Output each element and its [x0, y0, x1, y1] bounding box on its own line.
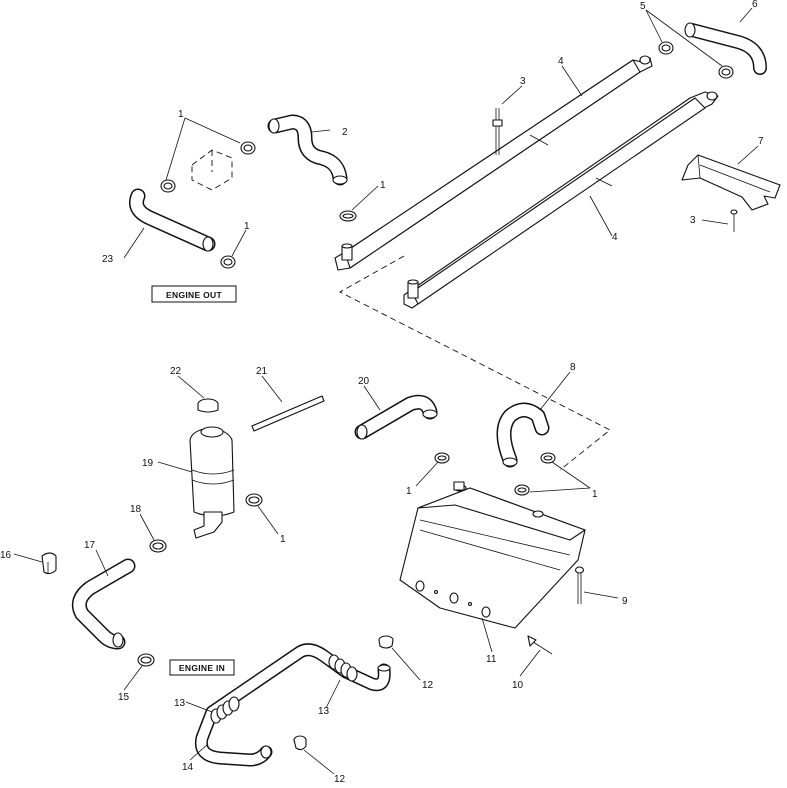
bellows-right — [328, 654, 358, 682]
engine-out-label: ENGINE OUT — [151, 285, 237, 303]
callout-15: 15 — [118, 692, 130, 703]
clamp-top-a — [240, 141, 256, 155]
callout-13-a: 13 — [174, 698, 186, 709]
hose-top-right — [684, 22, 767, 75]
callout-1-a: 1 — [178, 109, 184, 120]
callout-14: 14 — [182, 762, 194, 773]
callout-4-a: 4 — [558, 56, 564, 67]
hose-2 — [267, 114, 348, 186]
hose-14 — [194, 643, 391, 767]
callout-13-b: 13 — [318, 706, 330, 717]
plug-cap-lower — [293, 735, 307, 751]
callout-3-a: 3 — [520, 76, 526, 87]
hose-clip — [41, 552, 57, 575]
engine-out-text: ENGINE OUT — [166, 290, 222, 300]
callout-1-d: 1 — [280, 534, 286, 545]
plug-cap-upper — [378, 635, 394, 649]
rivet — [527, 635, 553, 655]
tank-bolt — [574, 566, 585, 604]
bolt-bracket — [730, 209, 738, 232]
clamp-mid-a — [434, 452, 450, 464]
callout-8: 8 — [570, 362, 576, 373]
callout-4-b: 4 — [612, 232, 618, 243]
hose-fitting — [191, 149, 233, 191]
callout-2: 2 — [342, 127, 348, 138]
hose-23 — [129, 188, 216, 252]
callout-1-b: 1 — [380, 180, 386, 191]
callout-7: 7 — [758, 136, 764, 147]
clamp-mid-b — [540, 452, 556, 464]
clamp-15 — [137, 653, 155, 667]
callout-11: 11 — [486, 654, 497, 665]
callout-20: 20 — [358, 376, 370, 387]
rail-bracket — [681, 154, 781, 211]
clamp-5b — [718, 65, 734, 79]
callout-1-e: 1 — [406, 486, 412, 497]
engine-in-label: ENGINE IN — [169, 659, 235, 676]
clamp-reservoir — [245, 493, 263, 507]
callout-19: 19 — [142, 458, 154, 469]
callout-16: 16 — [0, 550, 12, 561]
callout-1-f: 1 — [592, 489, 598, 500]
callout-12-b: 12 — [334, 774, 346, 785]
callout-18: 18 — [130, 504, 142, 515]
callout-21: 21 — [256, 366, 268, 377]
callout-22: 22 — [170, 366, 182, 377]
callout-5: 5 — [640, 1, 646, 12]
engine-in-text: ENGINE IN — [179, 663, 225, 673]
bolt-upper — [492, 108, 503, 155]
hose-20 — [354, 394, 438, 440]
clamp-18 — [149, 539, 167, 553]
bellows-left — [210, 696, 240, 724]
coolant-reservoir — [189, 426, 235, 539]
clamp-top-b — [339, 210, 357, 222]
expansion-tank — [399, 481, 586, 629]
callout-3-b: 3 — [690, 215, 696, 226]
hose-8 — [496, 402, 550, 468]
dashed-connector — [339, 255, 611, 471]
hose-17 — [71, 558, 136, 650]
heat-exchanger-rail-lower — [403, 91, 719, 309]
callout-10: 10 — [512, 680, 524, 691]
clamp-top-c — [160, 179, 176, 193]
callout-12-a: 12 — [422, 680, 434, 691]
reservoir-cap — [197, 398, 219, 413]
callout-23: 23 — [102, 254, 114, 265]
callout-6: 6 — [752, 0, 758, 10]
clamp-mid-c — [514, 484, 530, 496]
heat-exchanger-rail-upper — [334, 55, 653, 271]
clamp-top-d — [220, 255, 236, 269]
callout-9: 9 — [622, 596, 628, 607]
leader-lines — [13, 7, 759, 775]
vent-tube — [251, 395, 325, 432]
callout-1-c: 1 — [244, 221, 250, 232]
clamp-5a — [658, 41, 674, 55]
callout-17: 17 — [84, 540, 96, 551]
